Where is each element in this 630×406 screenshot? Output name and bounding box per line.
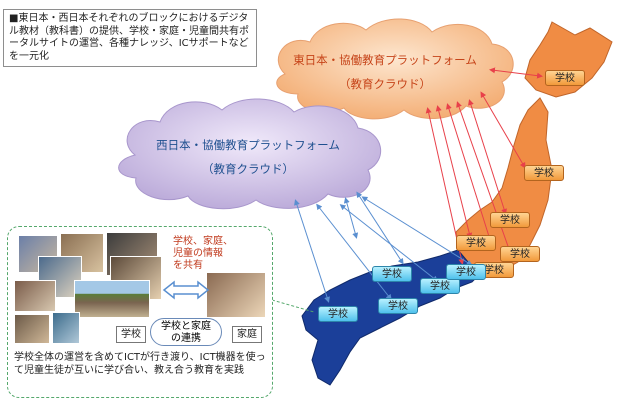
ict-practice-description: 学校全体の運営を含めてICTが行き渡り、ICT機器を使って児童生徒が互いに学び合…	[14, 352, 266, 376]
east-cloud-subtitle: （教育クラウド）	[339, 77, 431, 91]
shared-info-line2: 児童の情報	[173, 248, 223, 259]
west-cloud-subtitle: （教育クラウド）	[202, 162, 294, 176]
school-home-link-oval: 学校と家庭 の連携	[150, 318, 222, 346]
school-building-photo	[74, 280, 150, 318]
link-line1: 学校と家庭	[161, 321, 211, 332]
school-marker-kyushu: 学校	[318, 306, 358, 322]
classroom-photo-3	[14, 280, 56, 312]
west-cloud-label: 西日本・協働教育プラットフォーム （教育クラウド）	[128, 137, 368, 177]
school-marker-hokkaido: 学校	[545, 70, 585, 86]
school-marker-kanto-north: 学校	[490, 212, 530, 228]
shared-info-label: 学校、家庭、 児童の情報 を共有	[173, 236, 233, 272]
school-marker-tohoku: 学校	[524, 165, 564, 181]
school-marker-kinki: 学校	[420, 278, 460, 294]
shared-info-line3: を共有	[173, 260, 203, 271]
school-home-double-arrow	[162, 280, 210, 300]
east-cloud-label: 東日本・協働教育プラットフォーム （教育クラウド）	[280, 52, 490, 92]
shared-info-line1: 学校、家庭、	[173, 236, 233, 247]
school-marker-kinki-east: 学校	[446, 264, 486, 280]
west-cloud-shape	[118, 98, 382, 210]
school-tag: 学校	[116, 326, 146, 343]
west-cloud-title: 西日本・協働教育プラットフォーム	[156, 138, 340, 152]
platform-description-note: ■東日本・西日本それぞれのブロックにおけるデジタル教材（教科書）の提供、学校・家…	[3, 9, 257, 67]
east-cloud-title: 東日本・協働教育プラットフォーム	[293, 53, 477, 67]
school-marker-chubu: 学校	[456, 235, 496, 251]
home-tag: 家庭	[232, 326, 262, 343]
students-group-photo	[52, 312, 80, 344]
home-study-photo	[206, 272, 266, 318]
school-marker-kanto: 学校	[500, 246, 540, 262]
classroom-photo-4	[14, 314, 50, 344]
panel-connector-line	[271, 299, 315, 313]
school-marker-shikoku: 学校	[378, 298, 418, 314]
school-marker-chugoku: 学校	[372, 266, 412, 282]
link-line2: の連携	[171, 333, 201, 344]
west-connection-arrows	[294, 191, 473, 303]
